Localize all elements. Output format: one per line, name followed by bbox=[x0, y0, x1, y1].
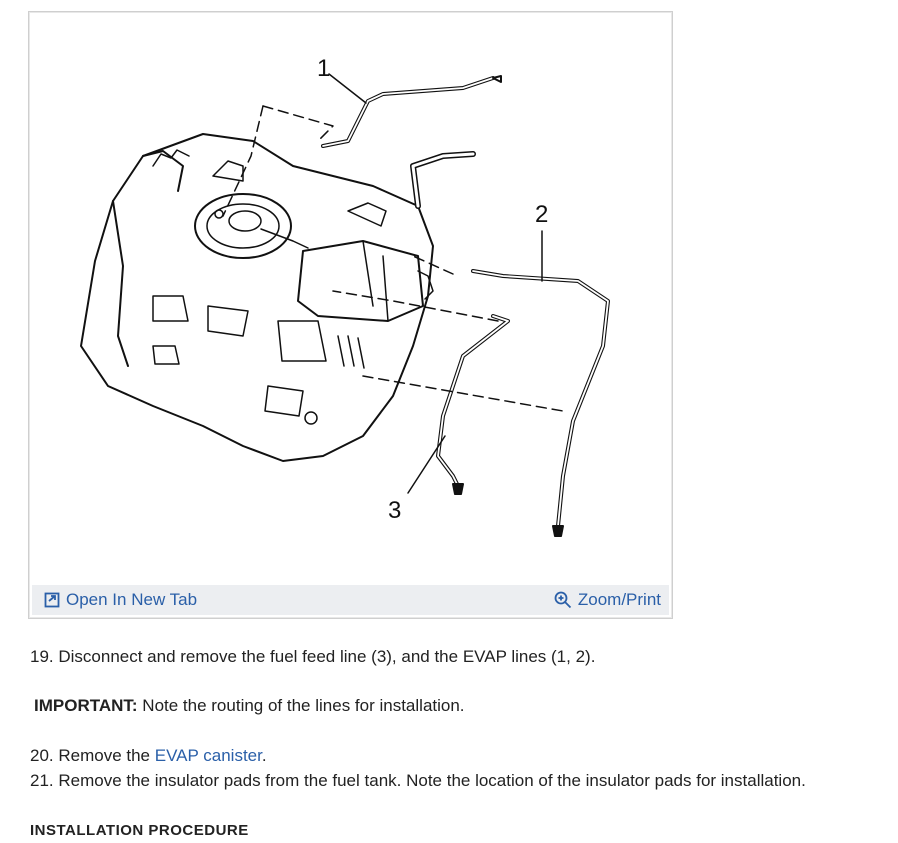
zoom-in-icon bbox=[554, 591, 571, 609]
callout-1: 1 bbox=[317, 55, 330, 82]
step-21-text: 21. Remove the insulator pads from the f… bbox=[30, 771, 806, 790]
evap-canister-link[interactable]: EVAP canister bbox=[154, 746, 262, 765]
step-20-prefix: 20. Remove the bbox=[30, 746, 155, 765]
zoom-print-link[interactable]: Zoom/Print bbox=[554, 590, 661, 610]
step-19: 19. Disconnect and remove the fuel feed … bbox=[30, 644, 880, 669]
step-20: 20. Remove the EVAP canister. bbox=[30, 743, 880, 768]
figure-toolbar: Open In New Tab Zoom/Print bbox=[32, 585, 669, 615]
important-text: Note the routing of the lines for instal… bbox=[137, 696, 465, 715]
important-label: IMPORTANT: bbox=[34, 696, 138, 715]
fuel-tank-outline bbox=[80, 133, 434, 462]
step-20-suffix: . bbox=[261, 746, 267, 765]
open-in-new-tab-label: Open In New Tab bbox=[66, 590, 198, 609]
figure-container: 1 2 3 Open In New Tab Zoom/Print bbox=[28, 11, 673, 619]
important-note: IMPORTANT: Note the routing of the lines… bbox=[34, 693, 884, 718]
evap-line-1 bbox=[321, 76, 495, 148]
fuel-tank-diagram: 1 2 3 bbox=[80, 55, 610, 537]
step-19-text: 19. Disconnect and remove the fuel feed … bbox=[30, 647, 596, 666]
step-21: 21. Remove the insulator pads from the f… bbox=[30, 768, 880, 793]
installation-heading-block: INSTALLATION PROCEDURE bbox=[30, 818, 880, 843]
zoom-print-label: Zoom/Print bbox=[577, 590, 661, 609]
installation-procedure-heading: INSTALLATION PROCEDURE bbox=[30, 822, 249, 839]
callout-2: 2 bbox=[535, 201, 548, 228]
callout-3: 3 bbox=[388, 497, 401, 524]
open-in-new-tab-link[interactable]: Open In New Tab bbox=[44, 590, 197, 610]
open-new-tab-icon bbox=[44, 592, 60, 608]
